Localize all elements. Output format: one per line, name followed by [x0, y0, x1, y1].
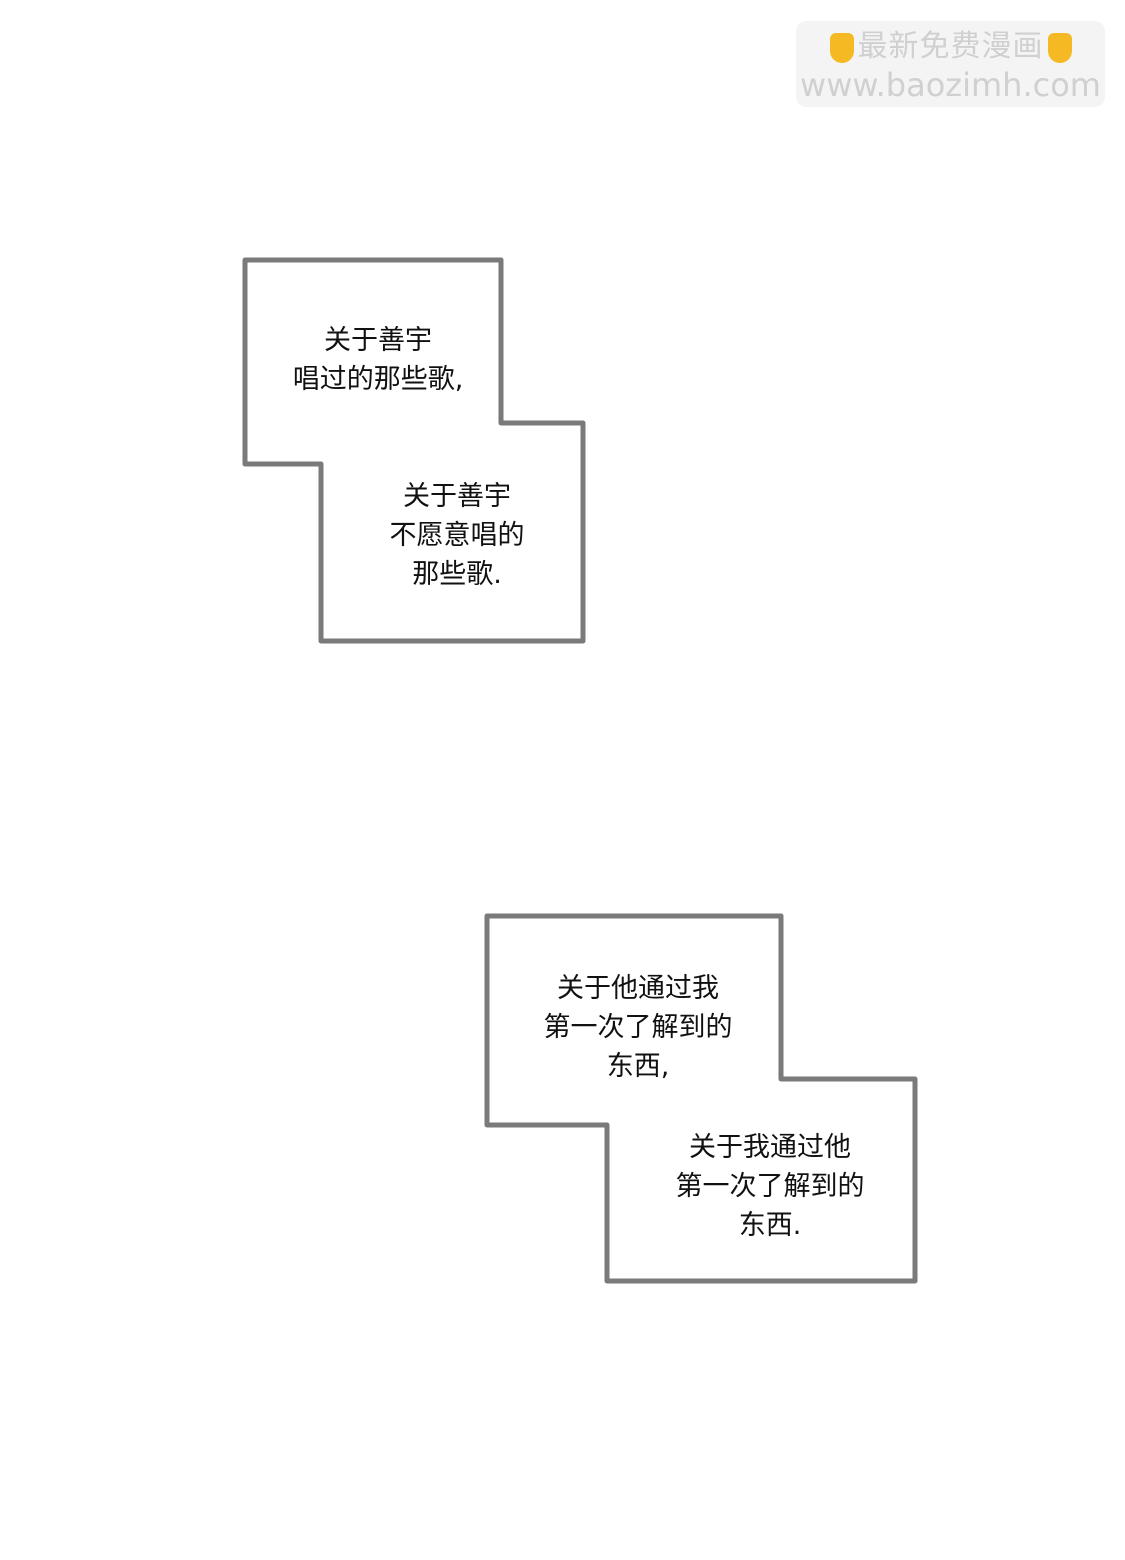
caption-frame-1: [242, 257, 586, 644]
caption-line: 关于他通过我: [557, 973, 719, 1004]
watermark-title: 最新免费漫画: [857, 29, 1044, 64]
caption-line: 关于善宇: [403, 481, 511, 512]
caption-line: 东西,: [606, 1051, 670, 1082]
caption-frame-2: [484, 913, 918, 1284]
caption-line: 第一次了解到的: [543, 1012, 733, 1043]
caption-line: 关于善宇: [324, 325, 432, 356]
caption-text-4: 关于我通过他 第一次了解到的 东西.: [676, 1128, 865, 1245]
caption-line: 关于我通过他: [689, 1132, 851, 1163]
caption-text-2: 关于善宇 不愿意唱的 那些歌.: [390, 477, 525, 594]
caption-line: 东西.: [738, 1210, 802, 1241]
pointing-down-hand-icon: [829, 32, 854, 63]
caption-line: 那些歌.: [412, 559, 502, 590]
pointing-down-hand-icon: [1047, 32, 1072, 63]
caption-line: 第一次了解到的: [675, 1171, 865, 1202]
caption-text-3: 关于他通过我 第一次了解到的 东西,: [544, 969, 733, 1086]
watermark: 最新免费漫画 www.baozimh.com: [796, 21, 1105, 107]
caption-line: 不愿意唱的: [389, 520, 525, 551]
caption-text-1: 关于善宇 唱过的那些歌,: [293, 321, 464, 399]
caption-line: 唱过的那些歌,: [292, 364, 464, 395]
watermark-url: www.baozimh.com: [800, 66, 1101, 104]
